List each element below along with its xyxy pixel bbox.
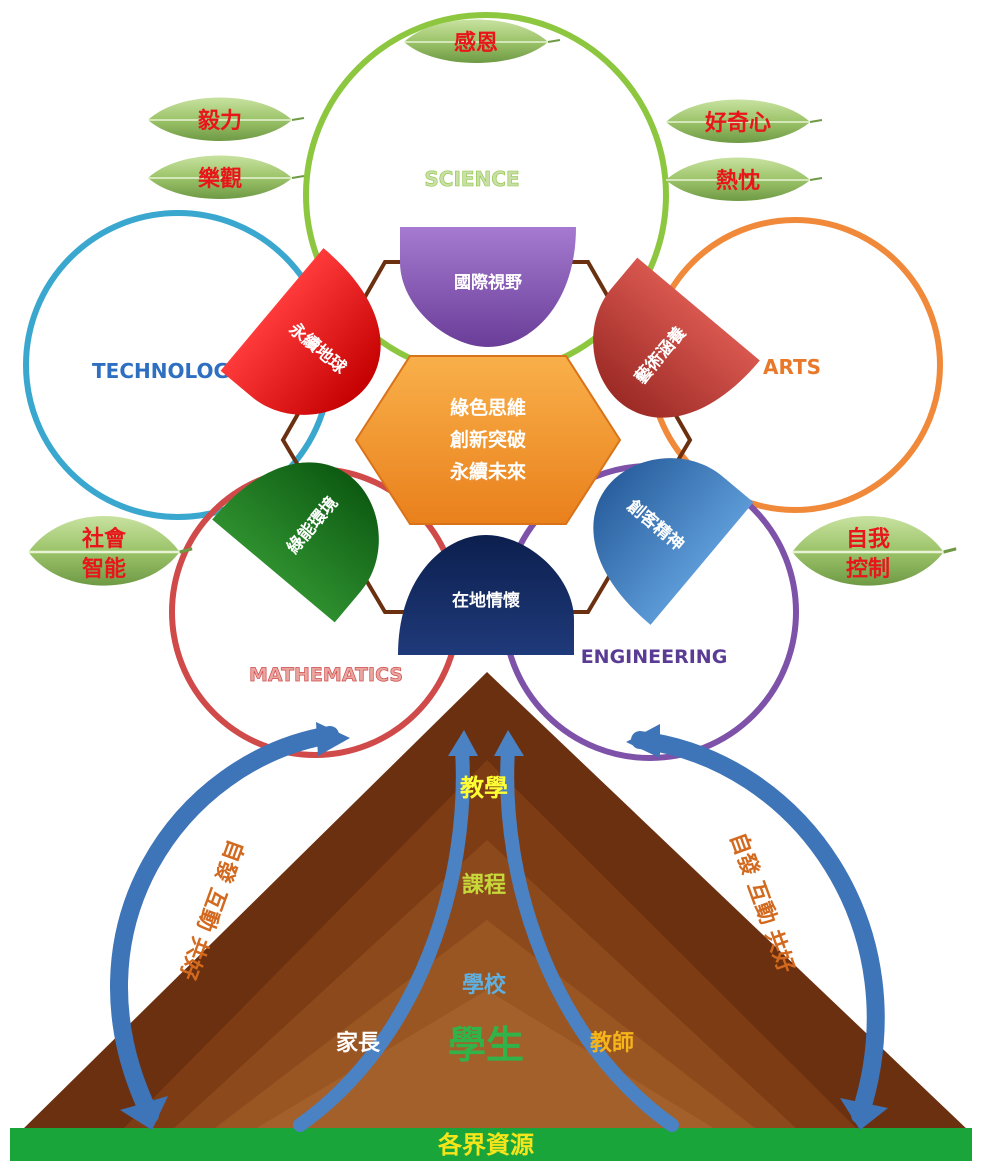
leaf-curiosity: 好奇心 <box>665 98 823 144</box>
mountain-label-curriculum: 課程 <box>462 872 506 898</box>
leaf-perseverance: 毅力 <box>147 96 305 142</box>
center-hexagon: 綠色思維 創新突破 永續未來 <box>354 355 622 525</box>
leaf-social-intelligence: 社會 智能 <box>26 514 194 588</box>
leaf-optimism: 樂觀 <box>147 154 305 200</box>
mathematics-label: MATHEMATICS <box>249 664 403 686</box>
hexagon-line3: 永續未來 <box>449 460 526 483</box>
leaf-label: 熱忱 <box>716 168 760 194</box>
ground-label-resources: 各界資源 <box>437 1130 534 1159</box>
leaf-enthusiasm: 熱忱 <box>665 156 823 202</box>
curved-arrow-icon <box>110 722 350 1130</box>
leaf-label-line1: 社會 <box>82 526 127 552</box>
mountain-label-student: 學生 <box>448 1022 524 1067</box>
leaf-label-line1: 自我 <box>846 526 890 552</box>
petal-label: 在地情懷 <box>452 590 520 611</box>
science-label: SCIENCE <box>424 167 519 191</box>
petal-top: 國際視野 <box>400 227 576 347</box>
hex-connector <box>280 260 693 614</box>
arts-label: ARTS <box>763 355 821 379</box>
curved-arrow-icon <box>293 730 478 1132</box>
leaf-self-control: 自我 控制 <box>790 514 958 588</box>
leaf-gratitude: 感恩 <box>403 18 561 64</box>
leaf-label-line2: 控制 <box>846 556 890 582</box>
mountain-label-school: 學校 <box>462 972 507 998</box>
petal-bottom-right: 創客精神 <box>593 458 754 625</box>
curved-arrow-icon <box>494 730 679 1132</box>
mountain-label-teachers: 教師 <box>590 1030 634 1056</box>
petal-top-right: 藝術涵養 <box>593 257 760 418</box>
ground-bar <box>10 1128 972 1161</box>
petal-bottom: 在地情懷 <box>398 535 574 655</box>
leaf-label: 感恩 <box>454 30 498 56</box>
petal-label: 國際視野 <box>454 272 522 293</box>
technology-label: TECHNOLOGY <box>92 359 244 383</box>
curved-arrow-icon <box>626 724 888 1130</box>
mountain-label-parents: 家長 <box>336 1030 381 1056</box>
hexagon-line2: 創新突破 <box>450 428 526 451</box>
leaf-label: 好奇心 <box>704 110 771 136</box>
leaf-label-line2: 智能 <box>82 556 126 582</box>
petal-bottom-left: 綠能環境 <box>212 462 379 623</box>
leaf-label: 毅力 <box>197 108 242 134</box>
hexagon-line1: 綠色思維 <box>450 396 526 419</box>
engineering-label: ENGINEERING <box>581 646 728 668</box>
leaf-label: 樂觀 <box>198 166 242 192</box>
petal-top-left: 永續地球 <box>220 248 381 415</box>
mountain-label-teaching: 教學 <box>460 773 508 802</box>
